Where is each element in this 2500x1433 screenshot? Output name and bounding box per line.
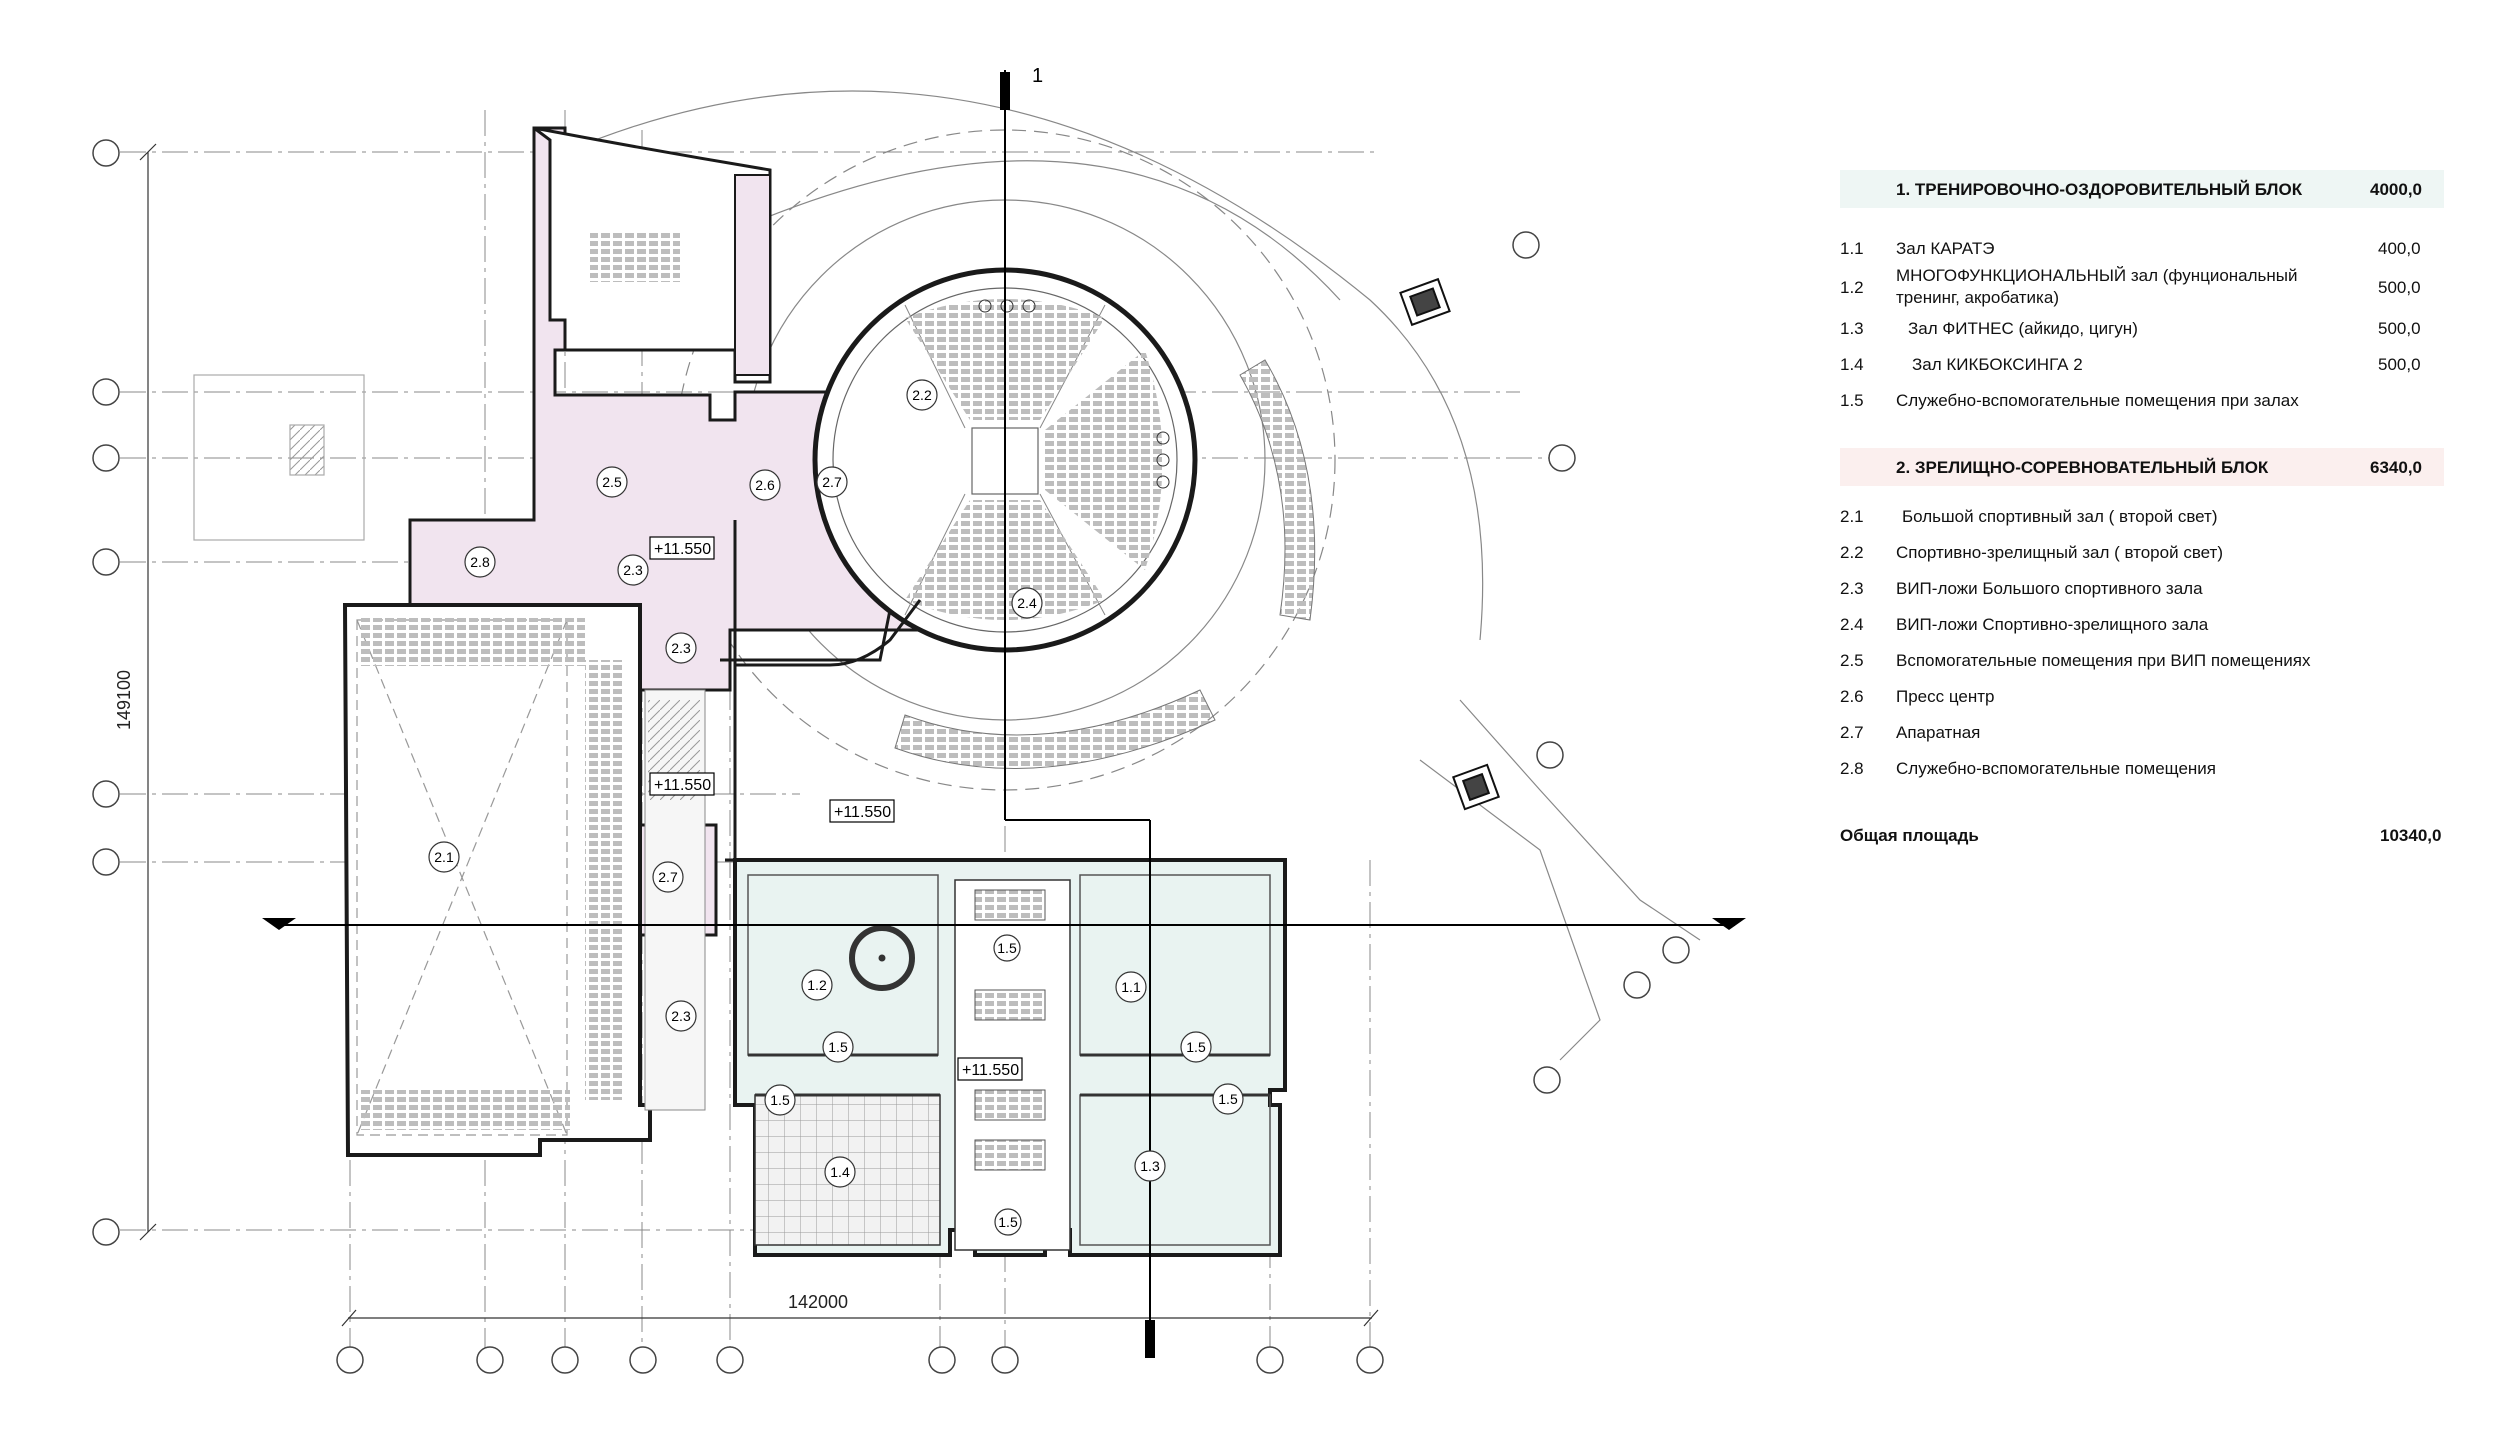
room-tag: 1.5 <box>1218 1091 1238 1107</box>
dimension-vertical: 149100 <box>114 670 134 730</box>
section-2-title: 2. ЗРЕЛИЩНО-СОРЕВНОВАТЕЛЬНЫЙ БЛОК <box>1896 458 2269 477</box>
room-tag: 1.3 <box>1140 1158 1160 1174</box>
room-tag: 2.1 <box>434 849 454 865</box>
section-arrows <box>262 72 1746 1358</box>
room-tag: 2.2 <box>912 387 932 403</box>
room-tag: 2.8 <box>470 554 490 570</box>
section-1-header: 1. ТРЕНИРОВОЧНО-ОЗДОРОВИТЕЛЬНЫЙ БЛОК 400… <box>1840 170 2480 208</box>
seating-band <box>585 660 625 1100</box>
left-ramp <box>193 374 365 541</box>
room-tag: 1.5 <box>770 1092 790 1108</box>
north-tower <box>533 126 772 384</box>
room-tag: 1.5 <box>998 1214 1018 1230</box>
total-area-row: Общая площадь 10340,0 <box>1840 826 2480 856</box>
room-tag: 1.5 <box>997 940 1017 956</box>
dimension-lines <box>139 143 1379 1327</box>
big-sports-hall <box>342 603 652 1157</box>
room-tag: 1.5 <box>828 1039 848 1055</box>
seating-band <box>360 1090 570 1130</box>
room-tag: 2.3 <box>671 640 691 656</box>
karate-ring <box>849 925 915 991</box>
total-area-label: Общая площадь <box>1840 826 1979 845</box>
level-mark: +11.550 <box>654 541 711 558</box>
outer-tribunes <box>894 359 1316 769</box>
section-2-total: 6340,0 <box>2370 458 2422 477</box>
stair-cores <box>974 889 1046 1171</box>
section-2-items: 2.1 Большой спортивный зал ( второй свет… <box>1840 507 2311 778</box>
room-tag: 2.7 <box>658 869 678 885</box>
axis-markers <box>92 139 1690 1374</box>
arena-lobby-wall <box>735 599 922 667</box>
dimension-horizontal: 142000 <box>788 1292 848 1312</box>
room-tag: 2.6 <box>755 477 775 493</box>
room-tag: 2.5 <box>602 474 622 490</box>
room-tags <box>428 379 1244 1236</box>
section-cut <box>280 70 1735 1335</box>
room-tag: 2.3 <box>623 562 643 578</box>
total-area-value: 10340,0 <box>2380 826 2442 845</box>
level-mark: +11.550 <box>654 777 711 794</box>
room-tag: 1.5 <box>1186 1039 1206 1055</box>
floor-plan-drawing: 149100 142000 <box>92 65 1746 1374</box>
room-tag: 2.3 <box>671 1008 691 1024</box>
section-label: 1 <box>1032 65 1043 87</box>
section-1-items: 1.1 Зал КАРАТЭ 400,0 1.2 МНОГОФУНКЦИОНАЛ… <box>1840 239 2421 410</box>
section-2-header: 2. ЗРЕЛИЩНО-СОРЕВНОВАТЕЛЬНЫЙ БЛОК 6340,0 <box>1840 448 2480 486</box>
section-1-total: 4000,0 <box>2370 180 2422 199</box>
seating-band <box>360 618 585 666</box>
level-mark: +11.550 <box>834 804 891 821</box>
section-1-title: 1. ТРЕНИРОВОЧНО-ОЗДОРОВИТЕЛЬНЫЙ БЛОК <box>1896 180 2303 199</box>
area-legend: 1. ТРЕНИРОВОЧНО-ОЗДОРОВИТЕЛЬНЫЙ БЛОК 400… <box>1840 170 2480 856</box>
room-tag: 1.4 <box>830 1164 850 1180</box>
room-tag: 2.4 <box>1017 595 1037 611</box>
room-tag: 1.1 <box>1121 979 1141 995</box>
level-mark: +11.550 <box>962 1062 1019 1079</box>
room-tag: 1.2 <box>807 977 827 993</box>
exit-stair-boxes <box>1399 277 1501 811</box>
room-tag: 2.7 <box>822 474 842 490</box>
level-marks <box>649 536 1023 1081</box>
